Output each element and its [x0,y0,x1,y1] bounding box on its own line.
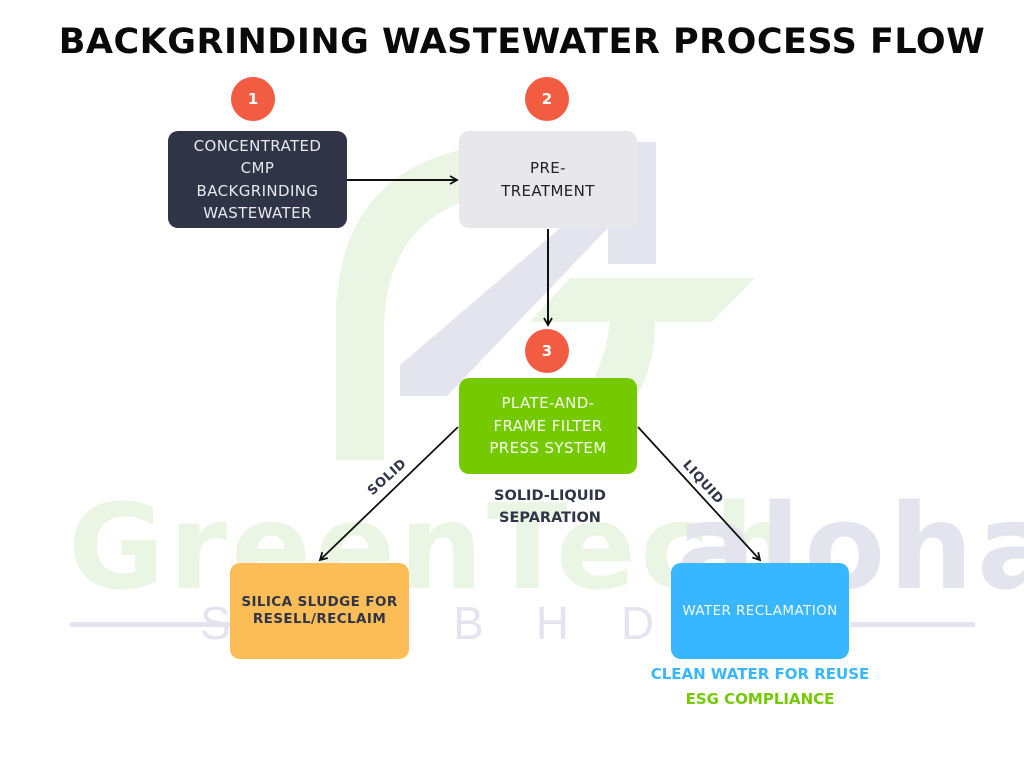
step-badge-1: 1 [231,77,275,121]
watermark-rule-right [850,622,975,627]
step-badge-3: 3 [525,329,569,373]
output-water-reclamation: WATER RECLAMATION [671,563,849,659]
caption-solid-liquid-separation: SOLID-LIQUID SEPARATION [494,488,606,526]
arrow-step3-to-solid [318,426,459,562]
output-silica-sludge: SILICA SLUDGE FOR RESELL/RECLAIM [230,563,409,659]
step-pre-treatment: PRE- TREATMENT [459,131,637,228]
diagram-title: BACKGRINDING WASTEWATER PROCESS FLOW [58,22,986,62]
watermark-rule-left [70,622,240,627]
caption-esg-compliance: ESG COMPLIANCE [685,690,835,708]
step-badge-2: 2 [525,77,569,121]
arrow-step3-to-liquid [637,426,762,562]
step-concentrated-wastewater: CONCENTRATED CMP BACKGRINDING WASTEWATER [168,131,347,228]
step-filter-press: PLATE-AND- FRAME FILTER PRESS SYSTEM [459,378,637,474]
caption-clean-water: CLEAN WATER FOR REUSE [650,665,870,683]
